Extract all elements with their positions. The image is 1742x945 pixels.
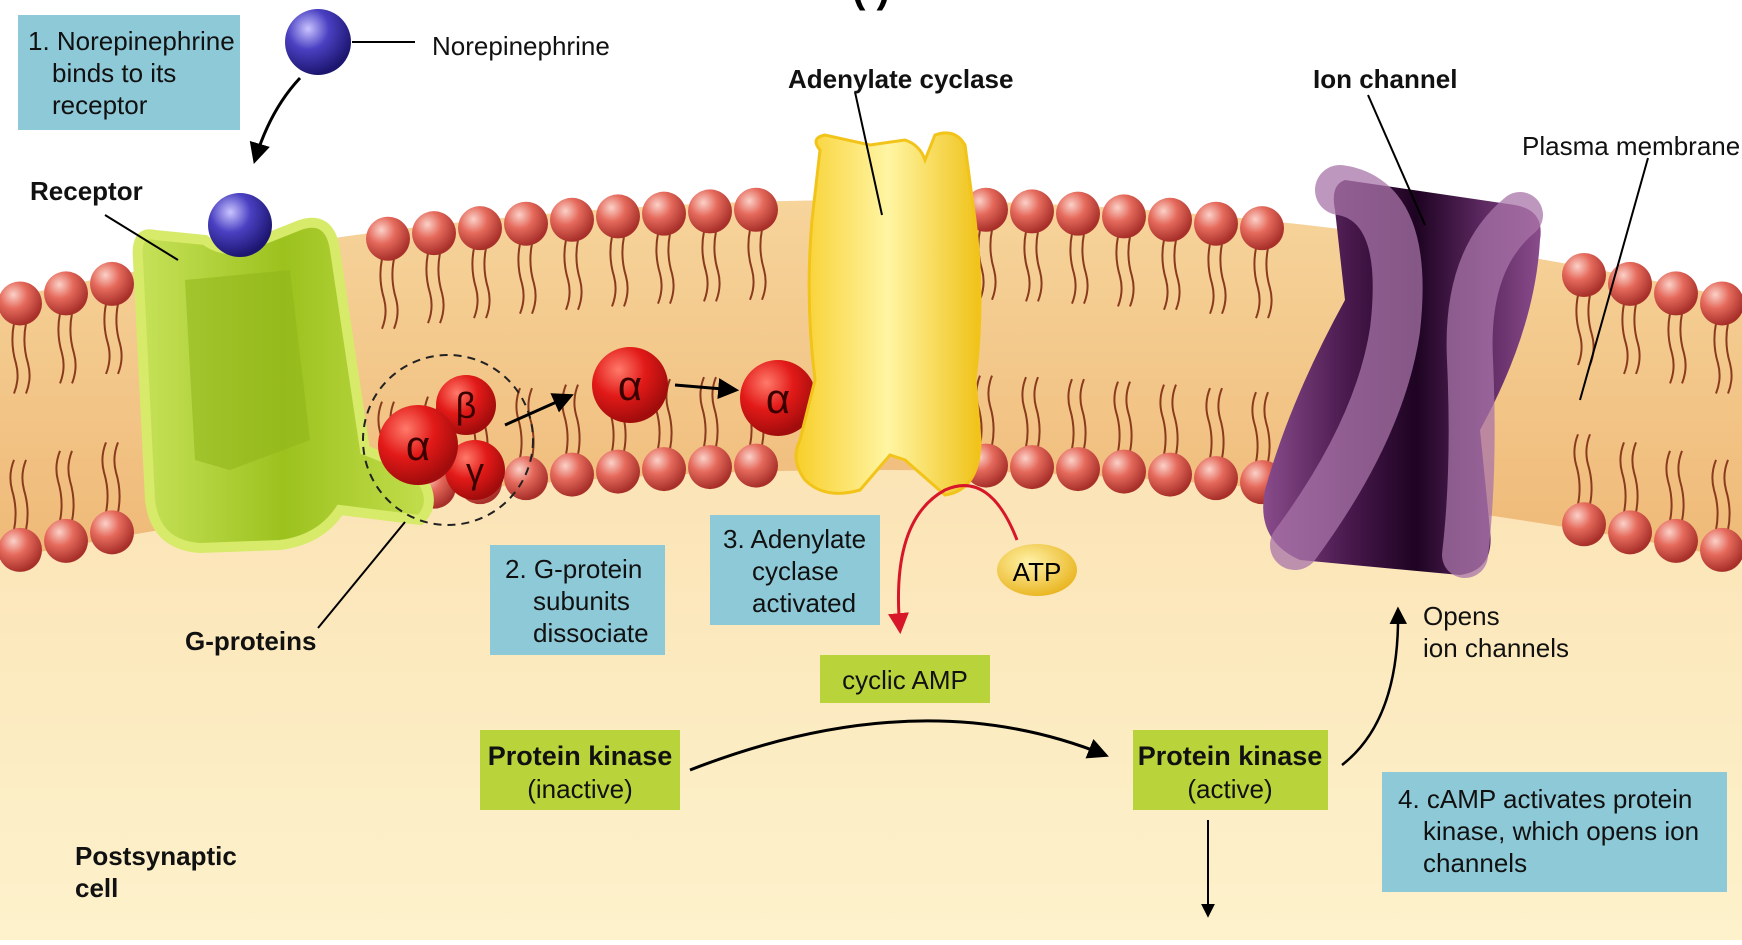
svg-text:α: α [618,362,642,409]
kinase-inactive-state: (inactive) [527,774,632,804]
adenylate-cyclase-protein [796,133,980,495]
phospholipid-head [1056,192,1100,236]
step2-line2: subunits [533,586,630,616]
phospholipid-head [458,206,502,250]
phospholipid-head [1562,253,1606,297]
phospholipid-head [734,188,778,232]
phospholipid-head [596,450,640,494]
phospholipid-head [1654,271,1698,315]
phospholipid-head [412,211,456,255]
phospholipid-head [1148,453,1192,497]
phospholipid-head [1010,189,1054,233]
phospholipid-head [1700,528,1742,572]
phospholipid-head [44,271,88,315]
step1-line3: receptor [52,90,148,120]
phospholipid-head [366,217,410,261]
phospholipid-head [688,445,732,489]
g-protein-alpha: α [378,405,458,485]
norepinephrine-label: Norepinephrine [432,31,610,61]
opens-label-line1: Opens [1423,601,1500,631]
step1-line2: binds to its [52,58,176,88]
g-proteins-label: G-proteins [185,626,316,656]
bound-norepinephrine [208,193,272,257]
phospholipid-head [734,444,778,488]
phospholipid-head [0,281,42,325]
phospholipid-head [90,510,134,554]
svg-text:β: β [456,385,477,426]
phospholipid-head [504,456,548,500]
phospholipid-head [550,453,594,497]
phospholipid-head [596,194,640,238]
phospholipid-head [688,189,732,233]
kinase-active-title: Protein kinase [1138,741,1323,771]
receptor-label: Receptor [30,176,143,206]
step4-line1: 4. cAMP activates protein [1398,784,1692,814]
phospholipid-head [1608,510,1652,554]
page-title-partial: ( ) [852,0,890,11]
svg-text:α: α [766,375,790,422]
svg-text:α: α [406,422,430,469]
step2-line3: dissociate [533,618,649,648]
phospholipid-head [1654,519,1698,563]
step3-line2: cyclase [752,556,839,586]
kinase-active-state: (active) [1187,774,1272,804]
opens-label-line2: ion channels [1423,633,1569,663]
phospholipid-head [1102,194,1146,238]
phospholipid-head [0,528,42,572]
phospholipid-head [1056,447,1100,491]
kinase-inactive-title: Protein kinase [488,741,673,771]
phospholipid-head [504,202,548,246]
ion-channel-label: Ion channel [1313,64,1457,94]
phospholipid-head [44,519,88,563]
phospholipid-head [1148,198,1192,242]
step3-line1: 3. Adenylate [723,524,866,554]
adenylate-cyclase-label: Adenylate cyclase [788,64,1013,94]
phospholipid-head [1562,502,1606,546]
step4-line3: channels [1423,848,1527,878]
phospholipid-head [90,262,134,306]
phospholipid-head [1608,262,1652,306]
phospholipid-head [642,447,686,491]
step2-line1: 2. G-protein [505,554,642,584]
norepinephrine-molecule [285,9,351,75]
phospholipid-head [642,192,686,236]
step3-line3: activated [752,588,856,618]
phospholipid-head [1240,206,1284,250]
step4-line2: kinase, which opens ion [1423,816,1699,846]
postsynaptic-label-line1: Postsynaptic [75,841,237,871]
alpha-subunit-dissociated: α [592,347,668,423]
cyclic-amp-label: cyclic AMP [842,665,968,695]
phospholipid-head [1194,456,1238,500]
phospholipid-head [550,198,594,242]
atp-label: ATP [1013,557,1062,587]
postsynaptic-label-line2: cell [75,873,118,903]
svg-text:γ: γ [466,450,484,491]
phospholipid-head [1010,445,1054,489]
phospholipid-head [1194,202,1238,246]
plasma-membrane-label: Plasma membrane [1522,131,1740,161]
phospholipid-head [1102,450,1146,494]
phospholipid-head [1700,281,1742,325]
step1-line1: 1. Norepinephrine [28,26,235,56]
